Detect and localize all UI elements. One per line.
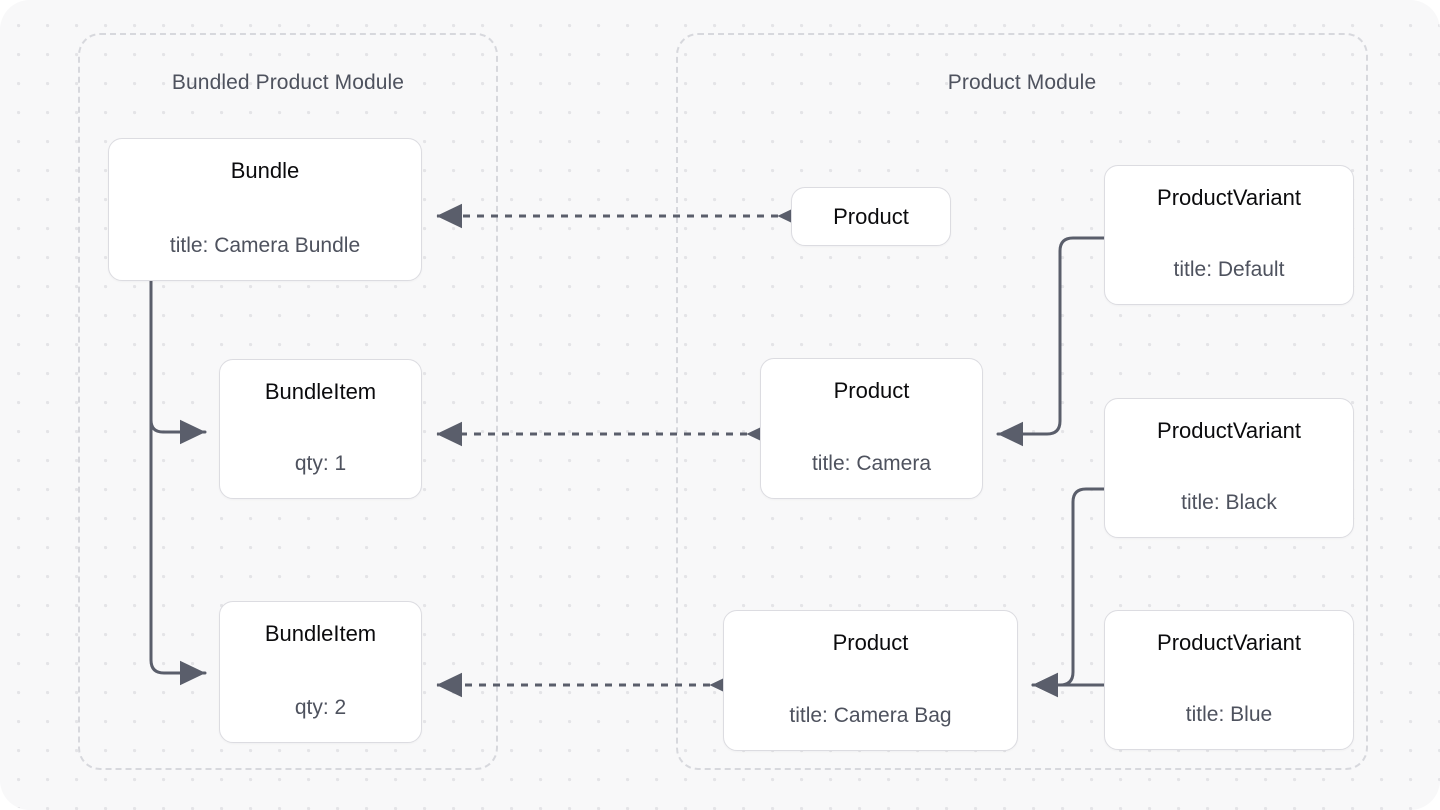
node-bundleitem-1-name: BundleItem xyxy=(264,379,377,404)
node-bundleitem-2[interactable]: BundleItem qty: 2 xyxy=(219,601,422,743)
node-bundleitem-2-name: BundleItem xyxy=(264,621,377,646)
node-bundleitem-2-attribute: qty: 2 xyxy=(294,696,347,719)
node-product-camera-name: Product xyxy=(833,378,910,403)
node-product-camera-bag-attribute: title: Camera Bag xyxy=(789,704,952,727)
node-productvariant-blue-name: ProductVariant xyxy=(1157,630,1301,655)
node-bundle[interactable]: Bundle title: Camera Bundle xyxy=(108,138,422,281)
node-bundleitem-1[interactable]: BundleItem qty: 1 xyxy=(219,359,422,499)
node-productvariant-default-attribute: title: Default xyxy=(1173,258,1285,281)
node-productvariant-black[interactable]: ProductVariant title: Black xyxy=(1104,398,1354,538)
node-product-camera-bag[interactable]: Product title: Camera Bag xyxy=(723,610,1018,751)
node-product-top-name: Product xyxy=(833,203,909,229)
module-group-bundled-product[interactable]: Bundled Product Module xyxy=(78,33,498,770)
module-title-bundled-product: Bundled Product Module xyxy=(171,71,405,94)
node-productvariant-default-name: ProductVariant xyxy=(1157,185,1301,210)
node-product-camera-attribute: title: Camera xyxy=(811,452,932,475)
node-bundleitem-1-attribute: qty: 1 xyxy=(294,452,347,475)
node-product-top[interactable]: Product xyxy=(791,187,951,246)
module-group-product[interactable]: Product Module xyxy=(676,33,1368,770)
node-productvariant-black-name: ProductVariant xyxy=(1157,418,1301,443)
node-bundle-name: Bundle xyxy=(230,158,300,183)
node-productvariant-blue-attribute: title: Blue xyxy=(1185,703,1273,726)
node-productvariant-blue[interactable]: ProductVariant title: Blue xyxy=(1104,610,1354,750)
module-title-product: Product Module xyxy=(947,71,1097,94)
node-product-camera-bag-name: Product xyxy=(832,630,909,655)
node-bundle-attribute: title: Camera Bundle xyxy=(169,234,361,257)
node-productvariant-default[interactable]: ProductVariant title: Default xyxy=(1104,165,1354,305)
node-product-camera[interactable]: Product title: Camera xyxy=(760,358,983,499)
node-productvariant-black-attribute: title: Black xyxy=(1181,491,1277,514)
